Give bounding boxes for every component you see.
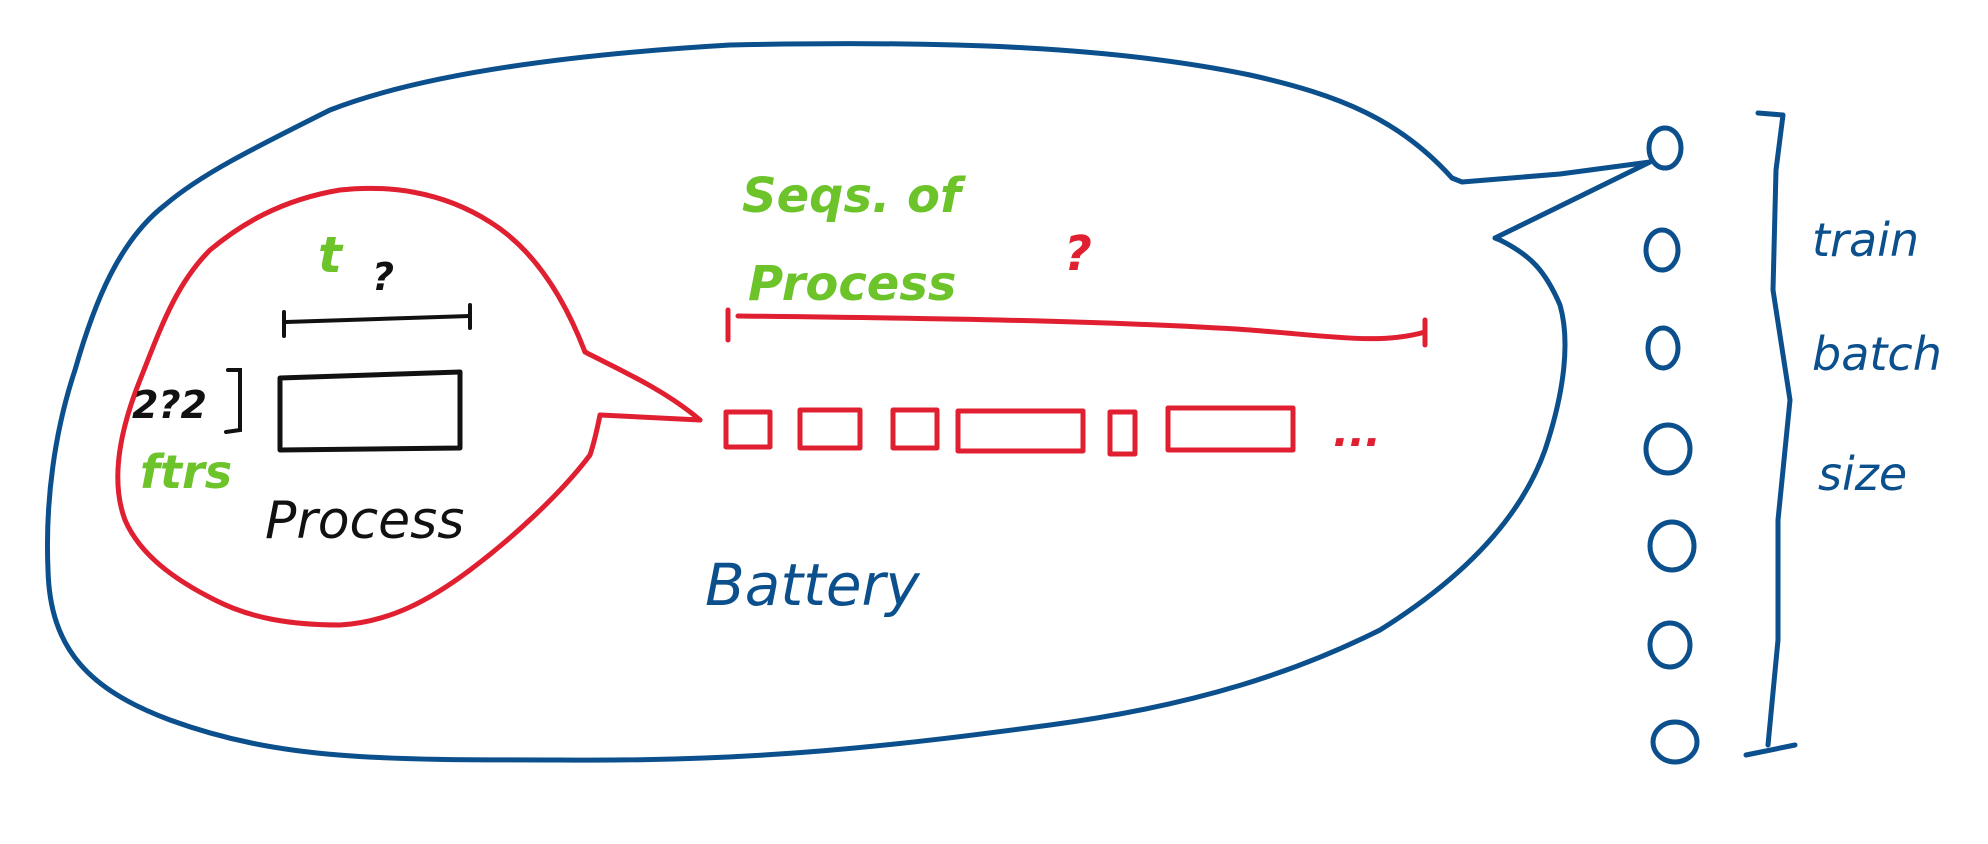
- batch-items: [1643, 125, 1700, 765]
- feature-bracket: [224, 368, 242, 434]
- process-box-1: [723, 409, 773, 450]
- batch-item-3: [1645, 325, 1681, 371]
- process-time-label: t: [318, 226, 344, 284]
- sequence-label-line2: Process: [748, 256, 957, 312]
- process-features-count: 2?2: [132, 383, 207, 427]
- sequence-length-bracket-line: [735, 313, 1428, 342]
- batch-item-4: [1643, 422, 1693, 476]
- battery-label: Battery: [705, 551, 920, 619]
- battery-outline: [44, 41, 1568, 763]
- battery-callout-tail: [1449, 159, 1653, 241]
- batch-item-7: [1650, 719, 1700, 765]
- process-box-5: [1107, 409, 1138, 457]
- batch-item-6: [1647, 620, 1693, 670]
- sequence-label-line1: Seqs. of: [742, 168, 966, 224]
- time-bracket: [282, 303, 472, 338]
- sequence-ellipsis: ...: [1333, 407, 1381, 456]
- batch-size-bracket: [1743, 110, 1798, 758]
- process-box-3: [890, 407, 940, 451]
- batch-size-label-line3: size: [1818, 447, 1907, 501]
- process-box-4: [955, 408, 1086, 454]
- process-label: Process: [265, 491, 464, 551]
- process-sequence: [723, 405, 1296, 457]
- process-box-6: [1165, 405, 1296, 453]
- process-callout-tail: [582, 349, 703, 423]
- process-time-unknown: ?: [372, 255, 394, 299]
- batch-item-5: [1647, 519, 1697, 573]
- process-rectangle: [277, 369, 463, 453]
- batch-size-label-line1: train: [1812, 213, 1919, 267]
- sequence-length-unknown: ?: [1064, 226, 1092, 282]
- batch-item-1: [1646, 125, 1684, 171]
- process-zoom-outline: [115, 185, 703, 628]
- process-features-label: ftrs: [140, 445, 232, 499]
- batch-item-2: [1643, 227, 1681, 273]
- process-box-2: [797, 407, 863, 451]
- batch-size-label-line2: batch: [1812, 327, 1942, 381]
